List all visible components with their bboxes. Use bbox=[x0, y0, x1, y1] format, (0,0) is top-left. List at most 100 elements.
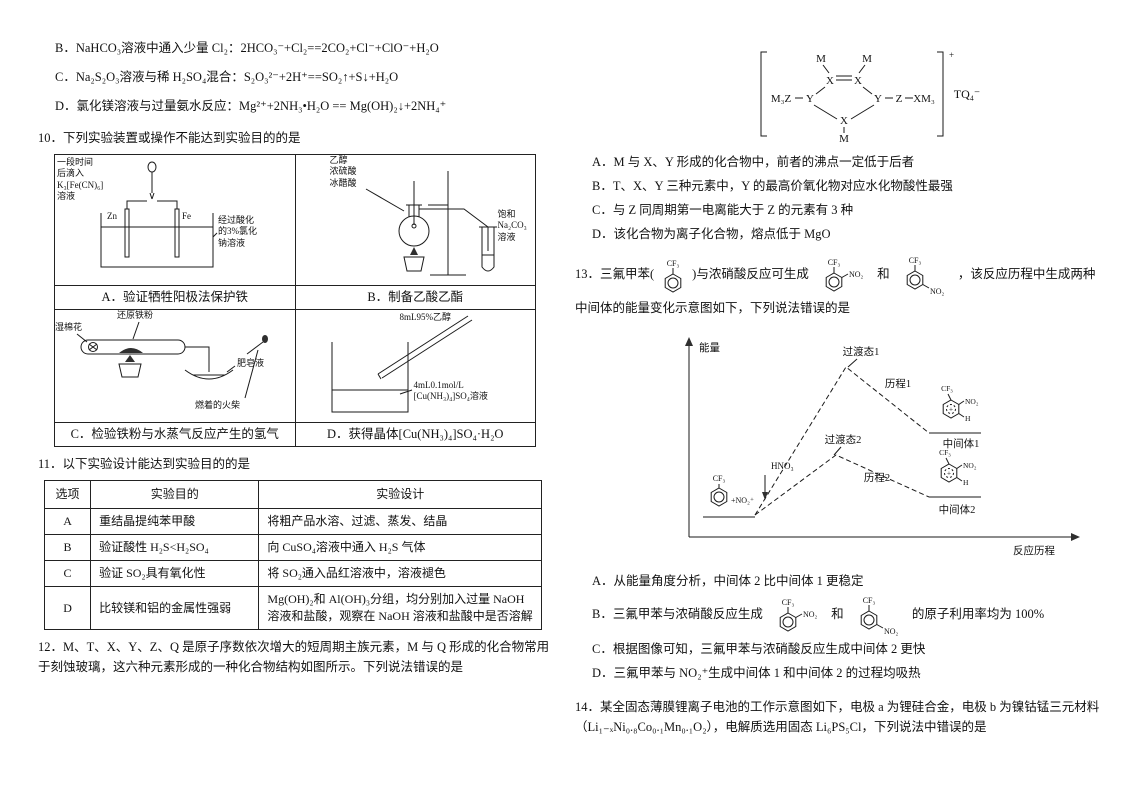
trifluorotoluene-structure: CF₃ bbox=[664, 259, 682, 293]
reactant-structure: CF₃ bbox=[710, 474, 728, 507]
q11-header-row: 选项 实验目的 实验设计 bbox=[43, 480, 542, 509]
atom-m: M bbox=[816, 53, 826, 65]
evaporating-dish bbox=[184, 369, 234, 380]
diagram-c-soap-label: 肥皂液 bbox=[237, 358, 265, 368]
pipette bbox=[377, 315, 472, 380]
q12-option-d: D．该化合物为离子化合物，熔点低于 MgO bbox=[592, 227, 831, 241]
q13-option-c: C．根据图像可知，三氟甲苯与浓硝酸反应生成中间体 2 更快 bbox=[592, 642, 926, 656]
q11-a-purpose: 重结晶提纯苯甲酸 bbox=[90, 508, 260, 535]
q12-option-a: A．M 与 X、Y 形成的化合物中，前者的沸点一定低于后者 bbox=[592, 155, 915, 169]
beaker bbox=[331, 342, 408, 413]
cation-charge: + bbox=[949, 50, 954, 60]
q12-option-b: B．T、X、Y 三种元素中，Y 的最高价氧化物对应水化物酸性最强 bbox=[592, 179, 953, 193]
x-axis-label: 反应历程 bbox=[1013, 544, 1055, 557]
no2-label: NO₂ bbox=[963, 461, 977, 470]
cf3-label: CF₃ bbox=[713, 474, 726, 483]
h-label: H bbox=[965, 414, 971, 423]
q10-caption-b: B．制备乙酸乙酯 bbox=[294, 285, 536, 310]
atom-x-bottom: X bbox=[840, 115, 848, 127]
q11-b-option: B bbox=[43, 534, 92, 561]
diagram-a-zn-label: Zn bbox=[107, 211, 117, 221]
left-substituent: M₃Z bbox=[771, 93, 792, 105]
energy-profile-graphic: 能量 反应历程 CF₃ +NO₂⁺ HNO₃ 过渡态1 历程1 bbox=[685, 337, 1080, 557]
q11-c-option: C bbox=[43, 560, 92, 587]
left-column: B．NaHCO₃溶液中通入少量 Cl₂：2HCO₃⁻+Cl₂==2CO₂+Cl⁻… bbox=[38, 34, 550, 677]
pathway-2-curve bbox=[754, 454, 930, 516]
cf3-label: CF₃ bbox=[908, 256, 921, 265]
electrode-fe bbox=[174, 208, 180, 258]
q10-figure-table: 一段时间 后滴入 K₃[Fe(CN)₆] 溶液 Zn Fe 经过酸化 的3%氯化… bbox=[54, 154, 536, 447]
intermediate-2-structure: CF₃ NO₂ H + bbox=[939, 448, 977, 487]
transition-state-2-label: 过渡态2 bbox=[825, 433, 862, 446]
q10-caption-d: D．获得晶体[Cu(NH₃)₄]SO₄·H₂O bbox=[294, 422, 536, 447]
q10-caption-row-2: C．检验铁粉与水蒸气反应产生的氢气 D．获得晶体[Cu(NH₃)₄]SO₄·H₂… bbox=[54, 422, 536, 447]
atom-x: X bbox=[826, 75, 834, 87]
atom-y: Y bbox=[806, 93, 814, 105]
q11-header-purpose: 实验目的 bbox=[90, 480, 260, 509]
q11-header-option: 选项 bbox=[43, 480, 92, 509]
diagram-a-solution-label: 经过酸化 的3%氯化 钠溶液 bbox=[218, 215, 257, 248]
iron-stand bbox=[427, 171, 466, 276]
atom-y: Y bbox=[874, 93, 882, 105]
cf3-label: CF₃ bbox=[941, 384, 953, 393]
q11-c-design: 将 SO₂通入品红溶液中，溶液褪色 bbox=[258, 560, 542, 587]
q13-option-a: A．从能量角度分析，中间体 2 比中间体 1 更稳定 bbox=[592, 574, 864, 588]
meta-nitro-product-structure: CF₃ NO₂ bbox=[906, 256, 944, 296]
ortho-nitro-product-structure: CF₃ NO₂ bbox=[825, 258, 864, 292]
q13-option-b: B．三氟甲苯与浓硝酸反应生成 CF₃ NO₂ 和 CF₃ NO₂ 的原子利用率均… bbox=[592, 593, 1105, 637]
ionic-compound-structure: + TQ₄⁻ M M X X Y Y X M M₃Z bbox=[760, 50, 980, 145]
label-pointer bbox=[76, 333, 88, 343]
no2-label: NO₂ bbox=[965, 397, 979, 406]
atom-m: M bbox=[862, 53, 872, 65]
plus-charge: + bbox=[947, 469, 951, 478]
q13-option-b-text-3: 的原子利用率均为 100% bbox=[911, 606, 1045, 621]
thermometer bbox=[411, 181, 416, 229]
q9-option-d: D．氯化镁溶液与过量氨水反应：Mg²⁺+2NH₃•H₂O == Mg(OH)₂↓… bbox=[55, 99, 447, 113]
alcohol-lamp bbox=[118, 355, 142, 378]
atom-z: Z bbox=[896, 93, 903, 105]
intermediate-1-label: 中间体1 bbox=[943, 437, 980, 450]
q14-stem: 14．某全固态薄膜锂离子电池的工作示意图如下，电极 a 为锂硅合金，电极 b 为… bbox=[575, 700, 1100, 734]
h-label: H bbox=[963, 478, 969, 487]
q10-diagram-row-2: 湿棉花 还原铁粉 肥皂液 燃着的火柴 bbox=[54, 309, 536, 423]
q11-row-c: C 验证 SO₂具有氧化性 将 SO₂通入品红溶液中，溶液褪色 bbox=[43, 560, 542, 587]
delivery-tube bbox=[418, 208, 488, 251]
electrode-zn bbox=[124, 208, 130, 258]
q10-diagram-b: 乙醇 浓硫酸 冰醋酸 饱和 Na₂CO₃ 溶液 bbox=[296, 155, 536, 285]
diagram-a-fe-label: Fe bbox=[182, 211, 191, 221]
label-pointer bbox=[226, 365, 236, 373]
q13-stem-text-4: ，该反应历程中生成两种中间体的能量变化示意图如下，下列说法错误的是 bbox=[575, 266, 1096, 315]
diagram-a-dropper-label: 一段时间 后滴入 K₃[Fe(CN)₆] 溶液 bbox=[57, 157, 104, 201]
label-pointer bbox=[212, 232, 218, 238]
intermediate-2-label: 中间体2 bbox=[939, 503, 976, 516]
burning-match bbox=[246, 335, 268, 355]
q12-stem: 12．M、T、X、Y、Z、Q 是原子序数依次增大的短周期主族元素，M 与 Q 形… bbox=[38, 640, 550, 674]
pathway-1-label: 历程1 bbox=[885, 378, 911, 390]
nitronium-label: +NO₂⁺ bbox=[731, 496, 754, 505]
diagram-b-mixture-label: 乙醇 浓硫酸 冰醋酸 bbox=[329, 155, 357, 188]
wet-cotton bbox=[88, 342, 98, 352]
diagram-d-solution-label: 4mL0.1mol/L [Cu(NH₃)₄]SO₄溶液 bbox=[413, 380, 488, 402]
q13-stem-text-1: 13．三氟甲苯( bbox=[575, 266, 655, 281]
q10-diagram-row-1: 一段时间 后滴入 K₃[Fe(CN)₆] 溶液 Zn Fe 经过酸化 的3%氯化… bbox=[54, 154, 536, 286]
cf3-label: CF₃ bbox=[782, 598, 795, 607]
atom-m-bottom: M bbox=[839, 133, 849, 144]
right-column: + TQ₄⁻ M M X X Y Y X M M₃Z bbox=[575, 34, 1105, 737]
q10-caption-c: C．检验铁粉与水蒸气反应产生的氢气 bbox=[54, 422, 296, 447]
label-pointer bbox=[132, 321, 140, 340]
q11-b-design: 向 CuSO₄溶液中通入 H₂S 气体 bbox=[258, 534, 542, 561]
apparatus-d-graphic bbox=[331, 315, 472, 413]
ortho-nitro-product-structure: CF₃ NO₂ bbox=[779, 598, 818, 632]
no2-label: NO₂ bbox=[884, 627, 899, 636]
alcohol-lamp bbox=[402, 247, 425, 272]
apparatus-b-graphic bbox=[365, 171, 497, 276]
q11-d-design: Mg(OH)₂和 Al(OH)₃分组，均分别加入过量 NaOH 溶液和盐酸，观察… bbox=[258, 586, 542, 630]
q10-stem: 10．下列实验装置或操作不能达到实验目的的是 bbox=[38, 131, 301, 145]
meta-nitro-product-structure: CF₃ NO₂ bbox=[860, 596, 899, 636]
label-pointer bbox=[365, 188, 404, 212]
q13-stem: 13．三氟甲苯( CF₃ )与浓硝酸反应可生成 CF₃ NO₂ 和 CF₃ NO… bbox=[575, 253, 1105, 319]
q11-design-table: 选项 实验目的 实验设计 A 重结晶提纯苯甲酸 将粗产品水溶、过滤、蒸发、结晶 … bbox=[43, 480, 542, 630]
q9-option-b: B．NaHCO₃溶液中通入少量 Cl₂：2HCO₃⁻+Cl₂==2CO₂+Cl⁻… bbox=[55, 41, 439, 55]
q13-stem-text-2: )与浓硝酸反应可生成 bbox=[692, 266, 809, 281]
